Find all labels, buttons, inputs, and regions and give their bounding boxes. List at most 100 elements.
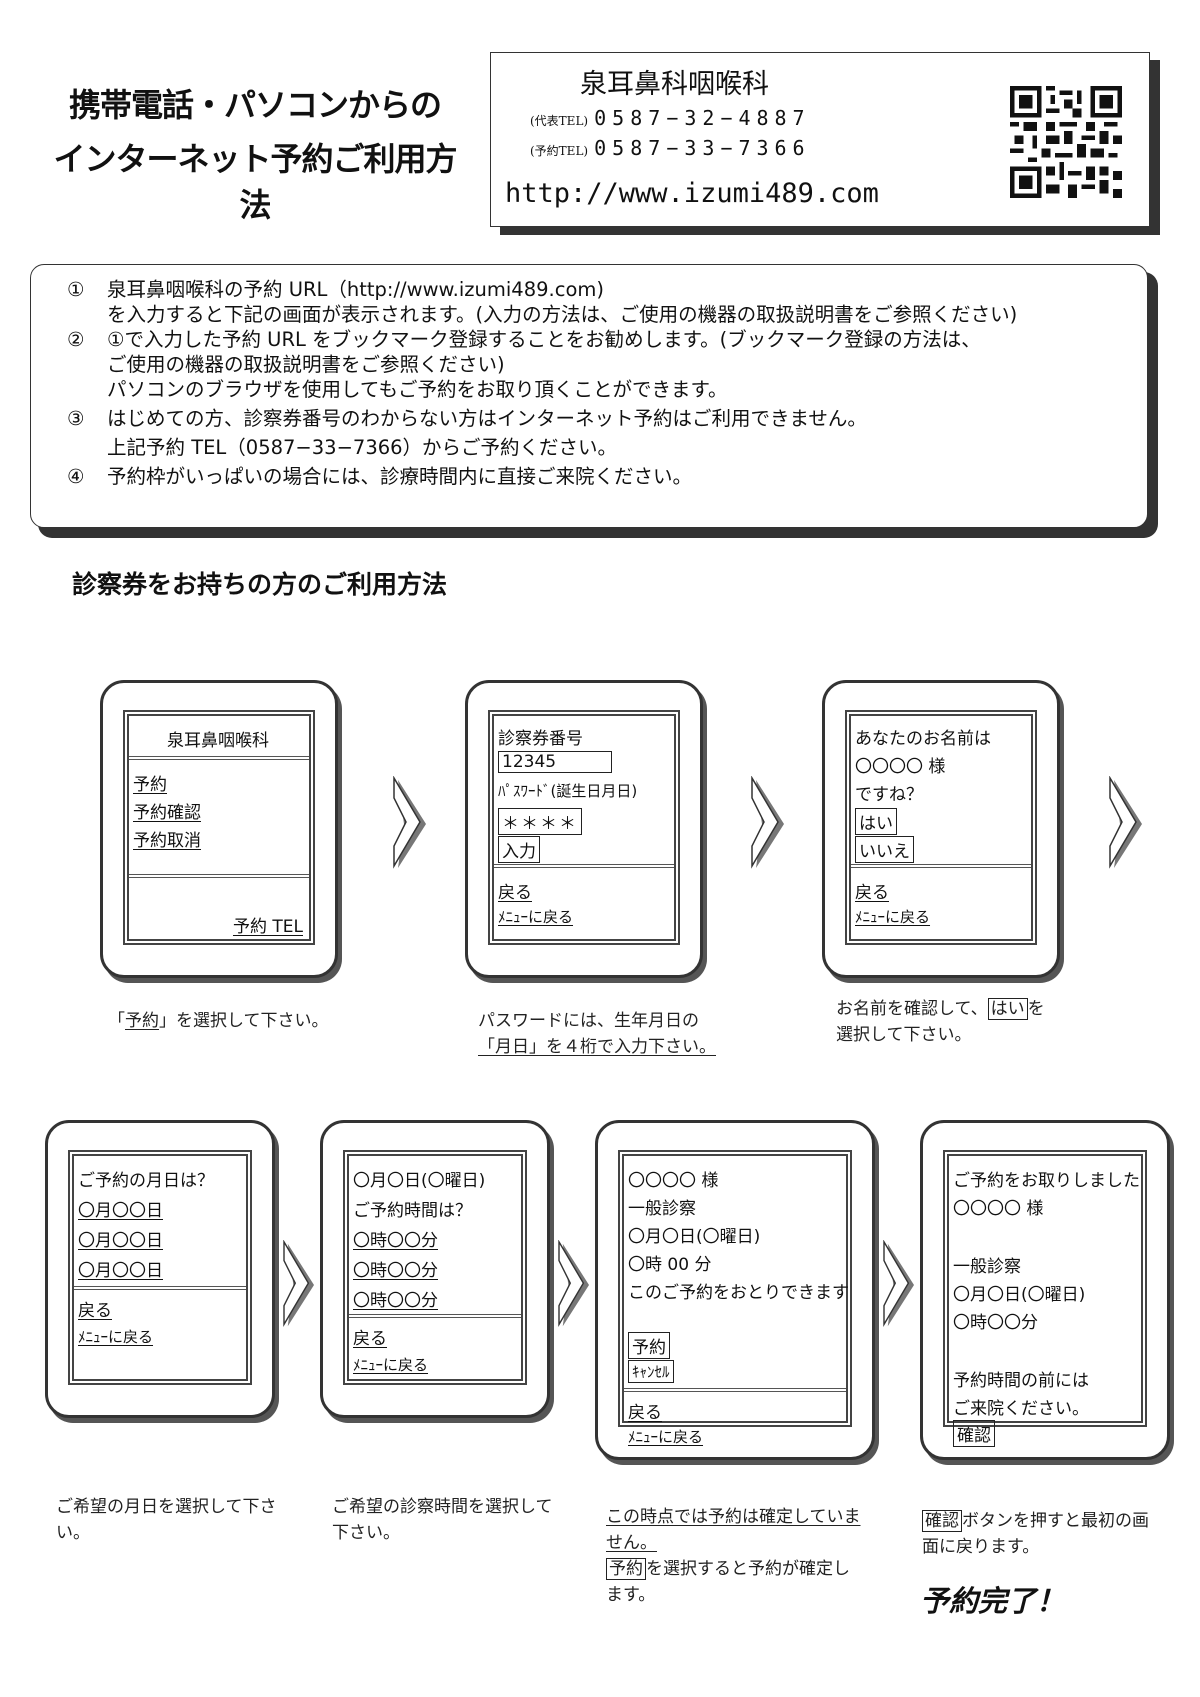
time-question: ご予約時間は？	[353, 1201, 472, 1221]
arrival-note: 予約時間の前には	[953, 1371, 1089, 1391]
cancel-button[interactable]: ｷｬﾝｾﾙ	[628, 1360, 674, 1383]
next-arrow-icon	[558, 1240, 589, 1327]
patient-name: 〇〇〇〇 様	[953, 1199, 1044, 1219]
divider	[349, 1314, 521, 1318]
phone-display: ご予約をお取りしました 〇〇〇〇 様 一般診察 〇月〇日(〇曜日) 〇時〇〇分 …	[943, 1150, 1147, 1447]
name-question: あなたのお名前は	[855, 729, 991, 749]
back-link[interactable]: 戻る	[628, 1403, 662, 1423]
visit-type: 一般診察	[628, 1199, 696, 1219]
divider	[74, 1286, 246, 1290]
selected-time: 〇時 00 分	[628, 1255, 712, 1275]
phone-display: 〇〇〇〇 様 一般診察 〇月〇日(〇曜日) 〇時 00 分 このご予約をおとりで…	[618, 1150, 852, 1446]
menu-link[interactable]: ﾒﾆｭｰに戻る	[855, 908, 931, 926]
notice-line: 上記予約 TEL（0587−33−7366）からご予約ください。	[107, 436, 618, 459]
back-link[interactable]: 戻る	[353, 1329, 387, 1349]
menu-link[interactable]: ﾒﾆｭｰに戻る	[628, 1428, 704, 1446]
caption-step1: 「予約」を選択して下さい。	[108, 1011, 329, 1031]
notice-line: パソコンのブラウザを使用してもご予約をお取り頂くことができます。	[107, 378, 728, 401]
tel-main-label: (代表TEL)	[530, 114, 589, 128]
next-arrow-icon	[751, 776, 784, 869]
next-arrow-icon	[393, 776, 426, 869]
caption-step6: この時点では予約は確定していま せん。 予約を選択すると予約が確定し ます。	[606, 1507, 861, 1605]
password-input[interactable]: ＊＊＊＊	[498, 808, 582, 835]
clinic-url[interactable]: http://www.izumi489.com	[505, 178, 879, 209]
date-question: ご予約の月日は？	[78, 1171, 214, 1191]
phone-screen-login: 診察券番号 12345 ﾊﾟｽﾜｰﾄﾞ(誕生日月日) ＊＊＊＊ 入力 戻る ﾒﾆ…	[465, 680, 703, 978]
tel-reserve-label: (予約TEL)	[530, 144, 589, 158]
patient-name: 〇〇〇〇 様	[855, 757, 946, 777]
back-link[interactable]: 戻る	[855, 883, 889, 903]
divider	[624, 1388, 846, 1392]
phone-screen-reservation-confirm: 〇〇〇〇 様 一般診察 〇月〇日(〇曜日) 〇時 00 分 このご予約をおとりで…	[595, 1120, 875, 1460]
selected-date: 〇月〇日(〇曜日)	[953, 1285, 1086, 1305]
password-label: ﾊﾟｽﾜｰﾄﾞ(誕生日月日)	[498, 782, 638, 800]
phone-screen-menu: 泉耳鼻咽喉科 予約 予約確認 予約取消 予約 TEL	[100, 680, 338, 978]
divider	[129, 874, 309, 878]
back-link[interactable]: 戻る	[78, 1301, 112, 1321]
page-title-line2: インターネット予約ご利用方法	[53, 140, 457, 224]
divider	[129, 756, 309, 760]
caption-step3: お名前を確認して、はいを 選択して下さい。	[836, 998, 1045, 1045]
phone-display: あなたのお名前は 〇〇〇〇 様 ですね？ はい いいえ 戻る ﾒﾆｭｰに戻る	[845, 710, 1037, 945]
reserve-button[interactable]: 予約	[628, 1332, 670, 1359]
section-title: 診察券をお持ちの方のご利用方法	[72, 570, 448, 599]
availability-message: このご予約をおとりできます	[628, 1283, 849, 1303]
phone-display: 泉耳鼻咽喉科 予約 予約確認 予約取消 予約 TEL	[123, 710, 315, 945]
menu-item-reserve[interactable]: 予約	[133, 775, 167, 795]
arrival-note-end: ご来院ください。	[953, 1399, 1089, 1419]
yes-button[interactable]: はい	[855, 808, 897, 835]
caption-step5: ご希望の診察時間を選択して 下さい。	[332, 1497, 553, 1543]
selected-date: 〇月〇日(〇曜日)	[628, 1227, 761, 1247]
tel-reserve-line: (予約TEL) 0587−33−7366	[530, 136, 811, 160]
time-option[interactable]: 〇時〇〇分	[353, 1291, 438, 1311]
tel-reserve-number[interactable]: 0587−33−7366	[594, 136, 811, 160]
caption-step7: 確認ボタンを押すと最初の画 面に戻ります。	[922, 1510, 1149, 1557]
back-link[interactable]: 戻る	[498, 883, 532, 903]
menu-item-check[interactable]: 予約確認	[133, 803, 201, 823]
screen-title: 泉耳鼻咽喉科	[167, 731, 269, 751]
time-option[interactable]: 〇時〇〇分	[353, 1261, 438, 1281]
qr-code-icon	[1010, 86, 1122, 198]
patient-id-label: 診察券番号	[498, 729, 583, 749]
patient-name: 〇〇〇〇 様	[628, 1171, 719, 1191]
notice-line: ご使用の機器の取扱説明書をご参照ください)	[107, 353, 505, 376]
divider	[494, 864, 674, 868]
tel-main-number[interactable]: 0587−32−4887	[594, 106, 811, 130]
phone-screen-date-select: ご予約の月日は？ 〇月〇〇日 〇月〇〇日 〇月〇〇日 戻る ﾒﾆｭｰに戻る	[45, 1120, 275, 1418]
menu-item-cancel[interactable]: 予約取消	[133, 831, 201, 851]
next-arrow-icon	[883, 1240, 914, 1327]
selected-time: 〇時〇〇分	[953, 1313, 1038, 1333]
notice-line: を入力すると下記の画面が表示されます。(入力の方法は、ご使用の機器の取扱説明書を…	[107, 303, 1018, 326]
submit-button[interactable]: 入力	[498, 836, 540, 863]
page-title-line1: 携帯電話・パソコンからの	[68, 86, 442, 124]
phone-screen-time-select: 〇月〇日(〇曜日) ご予約時間は？ 〇時〇〇分 〇時〇〇分 〇時〇〇分 戻る ﾒ…	[320, 1120, 550, 1418]
phone-display: ご予約の月日は？ 〇月〇〇日 〇月〇〇日 〇月〇〇日 戻る ﾒﾆｭｰに戻る	[68, 1150, 252, 1385]
time-option[interactable]: 〇時〇〇分	[353, 1231, 438, 1251]
next-arrow-icon	[1109, 776, 1142, 869]
divider	[851, 864, 1031, 868]
phone-screen-completed: ご予約をお取りしました 〇〇〇〇 様 一般診察 〇月〇日(〇曜日) 〇時〇〇分 …	[920, 1120, 1170, 1460]
next-arrow-icon	[283, 1240, 314, 1327]
menu-link[interactable]: ﾒﾆｭｰに戻る	[498, 908, 574, 926]
menu-link[interactable]: ﾒﾆｭｰに戻る	[78, 1328, 154, 1346]
visit-type: 一般診察	[953, 1257, 1021, 1277]
date-option[interactable]: 〇月〇〇日	[78, 1261, 163, 1281]
caption-step4: ご希望の月日を選択して下さ い。	[56, 1497, 277, 1543]
reserve-tel-link[interactable]: 予約 TEL	[232, 917, 303, 937]
confirm-button[interactable]: 確認	[953, 1420, 995, 1447]
no-button[interactable]: いいえ	[855, 836, 914, 863]
date-option[interactable]: 〇月〇〇日	[78, 1201, 163, 1221]
date-option[interactable]: 〇月〇〇日	[78, 1231, 163, 1251]
reservation-complete-label: 予約完了！	[920, 1584, 1066, 1618]
clinic-name: 泉耳鼻科咽喉科	[580, 69, 769, 100]
tel-main-line: (代表TEL) 0587−32−4887	[530, 106, 811, 130]
menu-link[interactable]: ﾒﾆｭｰに戻る	[353, 1356, 429, 1374]
name-question-end: ですね？	[855, 785, 923, 805]
completion-message: ご予約をお取りしました	[953, 1171, 1140, 1191]
patient-id-input[interactable]: 12345	[498, 751, 612, 773]
selected-date: 〇月〇日(〇曜日)	[353, 1171, 486, 1191]
